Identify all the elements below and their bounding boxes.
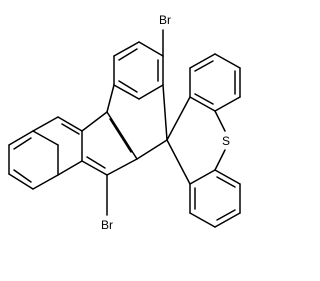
bond [32, 116, 59, 132]
double-bond [86, 156, 106, 169]
double-bond [216, 176, 236, 188]
atom-label-sulfur: S [220, 133, 232, 148]
bond [214, 169, 241, 185]
bond [32, 174, 59, 190]
bond [113, 41, 140, 57]
bond [138, 84, 164, 100]
double-bond [118, 48, 138, 61]
bond [8, 130, 34, 146]
bond [106, 84, 115, 113]
bond [81, 111, 108, 132]
double-bond [118, 80, 138, 93]
double-bond [61, 123, 80, 135]
bond [57, 116, 83, 132]
bond [214, 149, 226, 171]
bond [32, 130, 59, 146]
bond [8, 173, 34, 190]
bond [136, 139, 168, 160]
double-bond [109, 118, 132, 153]
double-bond [216, 209, 236, 221]
double-bond [13, 169, 32, 183]
molecule-structure-diagram: Br Br S [8, 11, 241, 232]
double-bond [194, 60, 214, 72]
upper-benzene-ring [113, 41, 164, 100]
middle-benzene-ring [81, 111, 138, 176]
bond [214, 53, 241, 69]
bond [189, 96, 216, 112]
bond [214, 96, 241, 112]
bond [189, 169, 216, 185]
sulfur-label: S [222, 134, 230, 148]
double-bond [194, 93, 214, 105]
bond [189, 53, 216, 69]
bond [138, 41, 164, 57]
xanthene-lower-ring [166, 139, 241, 228]
five-membered-ring [106, 84, 168, 160]
bond [166, 96, 191, 141]
lower-left-ring-a [8, 116, 83, 190]
bond [162, 84, 168, 141]
xanthene-upper-ring [166, 53, 241, 141]
bond [113, 84, 140, 100]
bond [214, 110, 226, 132]
atom-label-br-bottom: Br [98, 216, 116, 232]
bond [189, 212, 216, 228]
bond [106, 158, 138, 176]
double-bond [13, 137, 32, 150]
bond [57, 160, 83, 176]
bond [214, 212, 241, 228]
bond [166, 139, 191, 185]
bond [81, 160, 108, 176]
br-bottom-label: Br [101, 218, 113, 232]
bond [106, 111, 138, 160]
br-top-label: Br [159, 13, 171, 27]
atom-label-br-top: Br [156, 11, 174, 27]
